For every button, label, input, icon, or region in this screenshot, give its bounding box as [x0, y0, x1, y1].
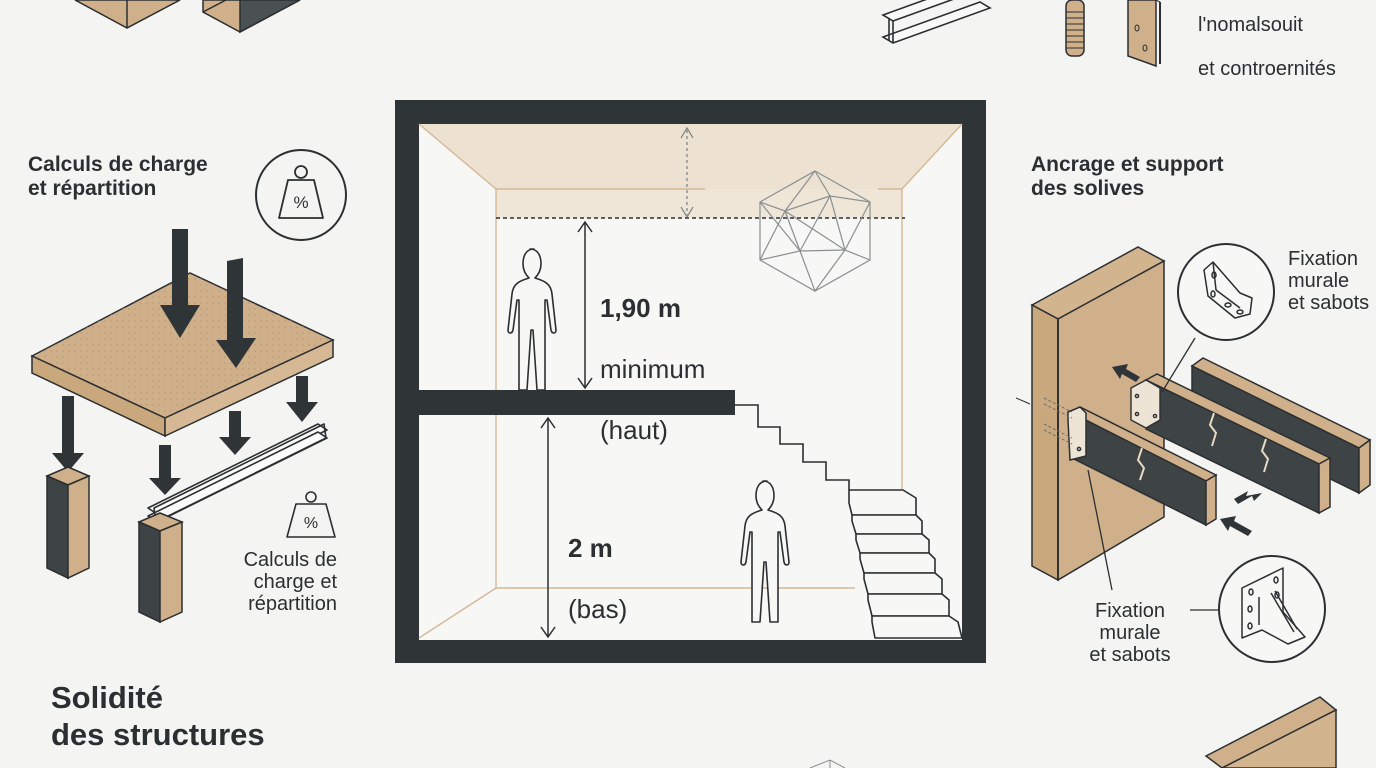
top-right-caption: l'nomalsouit et controernités — [1198, 0, 1336, 102]
lower-height-level: (bas) — [568, 594, 628, 625]
top-right-caption-line1: l'nomalsouit — [1198, 14, 1303, 36]
steel-box-block-icon — [202, 0, 301, 34]
anchor-section-title: Ancrage et support des solives — [1031, 153, 1224, 201]
wireframe-partial — [809, 759, 846, 768]
wall-beam — [1030, 246, 1166, 582]
svg-text:%: % — [293, 193, 308, 212]
wood-block-bottom — [1204, 696, 1338, 768]
leader-lines — [1087, 337, 1218, 611]
staircase — [848, 489, 963, 639]
upper-height-level: (haut) — [600, 415, 668, 446]
person-lower-icon — [740, 480, 790, 623]
joist-front — [1067, 406, 1218, 527]
svg-text:%: % — [304, 515, 318, 532]
lower-height-label: 2 m (bas) — [568, 502, 627, 655]
person-upper-icon — [507, 248, 557, 391]
lower-height-value: 2 m — [568, 532, 613, 563]
i-beam-icon — [881, 0, 992, 44]
load-section-title: Calculs de charge et répartition — [28, 153, 208, 201]
room-cross-section — [395, 100, 986, 663]
floor-slab — [30, 272, 335, 438]
top-right-caption-line2: et controernités — [1198, 58, 1336, 80]
load-arrows — [52, 229, 318, 495]
anchor-detail-bottom-label: Fixation murale et sabots — [1089, 600, 1171, 666]
load-section-caption: Calculs de charge et répartition — [243, 549, 337, 615]
footer-section-title: Solidité des structures — [51, 680, 265, 753]
angle-bracket-icon — [1177, 243, 1275, 341]
wood-block-icon — [74, 0, 181, 29]
insertion-arrows — [1112, 364, 1262, 536]
joist-hanger-icon — [1218, 555, 1326, 663]
upper-height-value: 1,90 m — [600, 292, 681, 323]
weight-percent-icon-small: % — [286, 491, 336, 538]
angle-bracket — [1130, 379, 1161, 429]
upper-height-label: 1,90 m minimum (haut) — [600, 262, 705, 477]
screw-icon — [1065, 0, 1085, 57]
metal-plate-icon — [1127, 0, 1161, 68]
post-left — [45, 466, 91, 580]
post-right — [137, 512, 184, 624]
weight-percent-icon-large: % — [255, 149, 347, 241]
icosahedron-wireframe — [759, 170, 871, 293]
anchor-detail-top-label: Fixation murale et sabots — [1288, 248, 1370, 314]
screw-dashes — [1015, 397, 1073, 445]
steel-i-beam — [147, 423, 328, 523]
upper-height-qualifier: minimum — [600, 354, 706, 385]
